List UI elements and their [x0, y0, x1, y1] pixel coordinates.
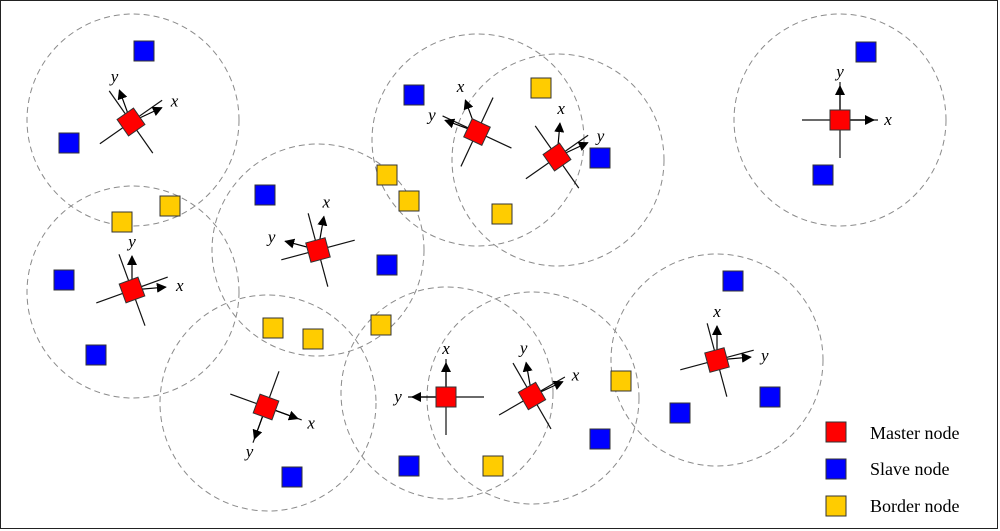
master-node-square — [517, 381, 547, 411]
slave-node — [58, 132, 80, 154]
master-node-7: xy — [802, 62, 892, 158]
range-circle-3 — [211, 143, 425, 357]
master-node-square — [252, 393, 280, 421]
range-circle-8 — [426, 291, 640, 505]
border-node — [482, 455, 504, 477]
slave-node — [53, 269, 75, 291]
border-node — [262, 317, 284, 339]
border-node — [159, 195, 181, 217]
legend-slave-label: Slave node — [870, 459, 949, 479]
master-node-6: xy — [525, 99, 605, 189]
slave-node — [669, 402, 691, 424]
slave-node — [589, 428, 611, 450]
y-axis-label: y — [244, 442, 254, 461]
legend-master-swatch — [825, 421, 847, 443]
legend-border-swatch — [825, 495, 847, 517]
communication-ranges — [26, 13, 947, 512]
y-axis-label: y — [759, 346, 769, 365]
master-node-square — [542, 142, 572, 172]
range-circle-2 — [26, 185, 240, 399]
x-axis-label: x — [556, 99, 565, 118]
slave-node — [589, 147, 611, 169]
legend: Master node Slave node Border node — [825, 421, 959, 517]
master-node-2: xy — [96, 232, 184, 326]
border-node — [111, 211, 133, 233]
legend-border-label: Border node — [870, 496, 959, 516]
master-node-square — [118, 276, 146, 304]
slave-node — [281, 466, 303, 488]
y-axis-label: y — [518, 339, 528, 358]
slave-node — [254, 184, 276, 206]
slave-node — [759, 386, 781, 408]
master-node-square — [463, 118, 491, 146]
slave-node — [855, 41, 877, 63]
slave-node — [376, 254, 398, 276]
master-node-5: xy — [426, 77, 512, 167]
master-node-9: xy — [498, 339, 580, 430]
border-node — [370, 314, 392, 336]
legend-slave-swatch — [825, 458, 847, 480]
master-node-square — [116, 107, 146, 137]
y-axis-label: y — [595, 127, 605, 146]
legend-master-label: Master node — [870, 423, 959, 443]
border-node — [376, 164, 398, 186]
master-node-8: xy — [392, 339, 484, 435]
slave-node — [85, 344, 107, 366]
range-circle-5 — [371, 33, 585, 247]
x-axis-label: x — [712, 302, 721, 321]
master-node-10: xy — [680, 302, 769, 397]
x-axis-label: x — [571, 366, 580, 385]
master-node-square — [704, 347, 730, 373]
master-node-3: xy — [266, 193, 355, 287]
border-node — [302, 328, 324, 350]
x-axis-label: x — [441, 339, 450, 358]
slave-nodes — [53, 40, 877, 488]
slave-node — [722, 270, 744, 292]
master-node-square — [435, 386, 457, 408]
border-node — [398, 190, 420, 212]
slave-node — [398, 455, 420, 477]
x-axis-label: x — [456, 77, 465, 96]
range-circle-4 — [159, 294, 377, 512]
border-node — [610, 370, 632, 392]
range-circle-1 — [26, 13, 240, 227]
x-axis-label: x — [883, 110, 892, 129]
y-axis-label: y — [109, 67, 119, 86]
range-circle-10 — [733, 13, 947, 227]
x-axis-label: x — [322, 193, 331, 212]
master-node-square — [305, 237, 331, 263]
y-axis-label: y — [126, 232, 136, 251]
x-axis-label: x — [306, 413, 315, 432]
x-axis-label: x — [170, 92, 179, 111]
x-axis-label: x — [175, 276, 184, 295]
border-node — [491, 203, 513, 225]
border-node — [530, 77, 552, 99]
slave-node — [812, 164, 834, 186]
master-node-1: xy — [99, 67, 179, 154]
range-circle-6 — [451, 53, 665, 267]
master-node-4: xy — [230, 371, 315, 461]
border-nodes — [111, 77, 632, 477]
slave-node — [133, 40, 155, 62]
y-axis-label: y — [426, 106, 436, 125]
y-axis-label: y — [834, 62, 844, 81]
y-axis-label: y — [392, 387, 402, 406]
master-node-square — [829, 109, 851, 131]
range-circle-9 — [610, 253, 824, 467]
range-circle-7 — [340, 286, 554, 500]
y-axis-label: y — [266, 228, 276, 247]
slave-node — [403, 84, 425, 106]
